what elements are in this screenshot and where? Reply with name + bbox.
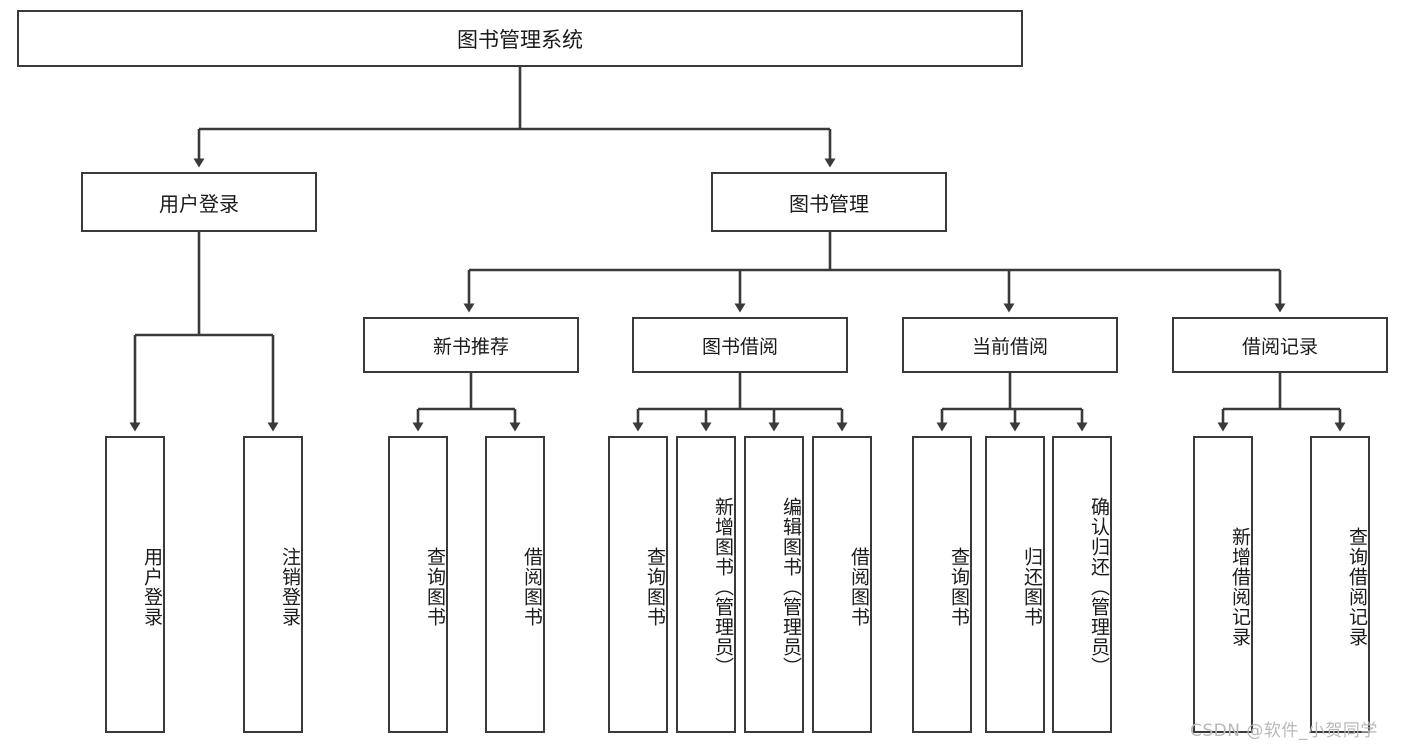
- leaf-query-book-1[interactable]: 查询图书: [388, 436, 448, 733]
- leaf-add-book[interactable]: 新增图书（管理员）: [676, 436, 736, 733]
- leaf-user-login[interactable]: 用户登录: [105, 436, 165, 733]
- leaf-borrow-book-2[interactable]: 借阅图书: [812, 436, 872, 733]
- leaf-add-book-label: 新增图书（管理员）: [712, 496, 734, 677]
- node-borrow-record[interactable]: 借阅记录: [1172, 317, 1388, 373]
- leaf-query-book-3-label: 查询图书: [948, 546, 970, 627]
- leaf-confirm-return[interactable]: 确认归还（管理员）: [1052, 436, 1112, 733]
- node-book-manage-label: 图书管理: [789, 191, 869, 216]
- node-book-borrow[interactable]: 图书借阅: [632, 317, 848, 373]
- leaf-confirm-return-label: 确认归还（管理员）: [1088, 496, 1110, 677]
- leaf-return-book[interactable]: 归还图书: [985, 436, 1045, 733]
- leaf-user-login-label: 用户登录: [141, 546, 163, 627]
- node-user-login[interactable]: 用户登录: [81, 172, 317, 232]
- leaf-borrow-book-1-label: 借阅图书: [521, 546, 543, 627]
- leaf-query-record-label: 查询借阅记录: [1346, 526, 1368, 647]
- node-user-login-label: 用户登录: [159, 191, 239, 216]
- node-root[interactable]: 图书管理系统: [17, 10, 1023, 67]
- node-new-book-recommend-label: 新书推荐: [432, 335, 509, 358]
- leaf-add-record-label: 新增借阅记录: [1229, 526, 1251, 647]
- node-current-borrow-label: 当前借阅: [971, 335, 1048, 358]
- node-new-book-recommend[interactable]: 新书推荐: [363, 317, 579, 373]
- node-book-manage[interactable]: 图书管理: [711, 172, 947, 232]
- leaf-query-book-3[interactable]: 查询图书: [912, 436, 972, 733]
- csdn-watermark: CSDN @软件_小贺同学: [1190, 721, 1378, 741]
- leaf-query-book-2[interactable]: 查询图书: [608, 436, 668, 733]
- leaf-edit-book-label: 编辑图书（管理员）: [780, 496, 802, 677]
- leaf-borrow-book-1[interactable]: 借阅图书: [485, 436, 545, 733]
- leaf-borrow-book-2-label: 借阅图书: [848, 546, 870, 627]
- node-borrow-record-label: 借阅记录: [1241, 335, 1318, 358]
- leaf-query-book-1-label: 查询图书: [424, 546, 446, 627]
- leaf-edit-book[interactable]: 编辑图书（管理员）: [744, 436, 804, 733]
- leaf-user-logout[interactable]: 注销登录: [243, 436, 303, 733]
- leaf-add-record[interactable]: 新增借阅记录: [1193, 436, 1253, 733]
- leaf-query-record[interactable]: 查询借阅记录: [1310, 436, 1370, 733]
- leaf-return-book-label: 归还图书: [1021, 546, 1043, 627]
- node-book-borrow-label: 图书借阅: [701, 335, 778, 358]
- node-current-borrow[interactable]: 当前借阅: [902, 317, 1118, 373]
- leaf-query-book-2-label: 查询图书: [644, 546, 666, 627]
- leaf-user-logout-label: 注销登录: [279, 546, 301, 627]
- node-root-label: 图书管理系统: [457, 27, 583, 52]
